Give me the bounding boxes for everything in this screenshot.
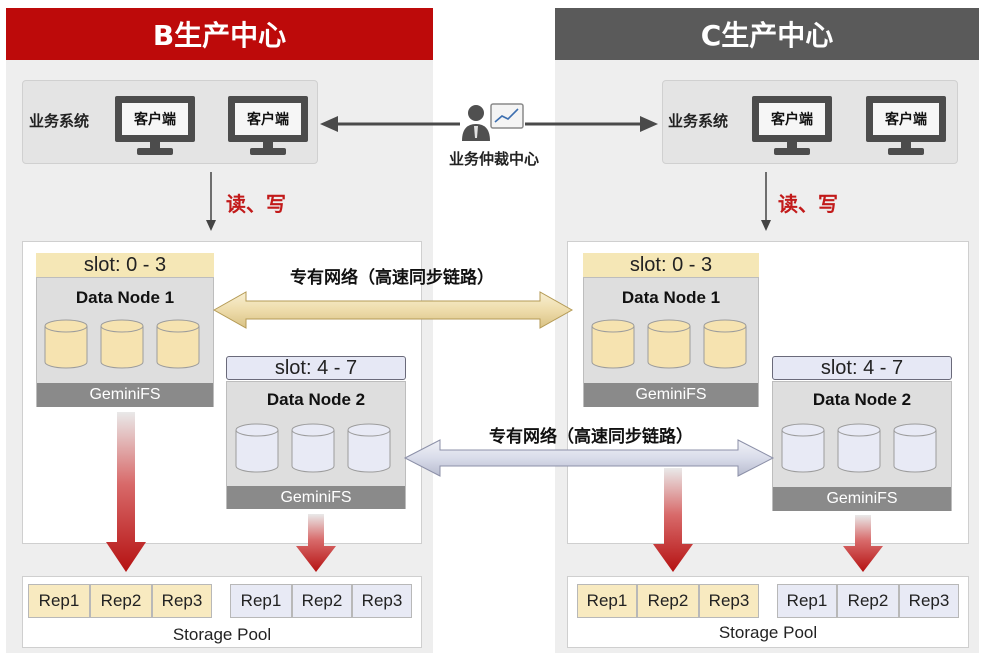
rep-cell: Rep1 <box>777 584 837 618</box>
rep-cell: Rep2 <box>90 584 152 618</box>
cylinder-icon <box>291 423 335 473</box>
cylinder-icon <box>100 319 144 369</box>
client-monitor-c2[interactable]: 客户端 <box>866 96 946 156</box>
client-monitor-c1[interactable]: 客户端 <box>752 96 832 156</box>
rep-cell: Rep1 <box>28 584 90 618</box>
node-fs-label: GeminiFS <box>227 486 405 509</box>
client-label: 客户端 <box>771 112 813 128</box>
biz-double-arrow <box>320 116 658 132</box>
read-write-c: 读、写 <box>778 192 838 216</box>
red-arrow-c-node2 <box>843 515 883 572</box>
rep-cell: Rep2 <box>292 584 352 618</box>
cylinder-icon <box>703 319 747 369</box>
sync-arrow-top <box>212 291 574 329</box>
storage-pool-c-label: Storage Pool <box>718 623 818 642</box>
red-arrow-c-node1 <box>653 468 693 572</box>
cylinder-group-c-node2 <box>781 423 937 473</box>
rw-arrow-c <box>761 172 771 231</box>
cylinder-icon <box>647 319 691 369</box>
storage-pool-b-label: Storage Pool <box>172 625 272 644</box>
read-write-b: 读、写 <box>226 192 286 216</box>
node-title: Data Node 2 <box>266 390 366 409</box>
rep-cell: Rep3 <box>152 584 212 618</box>
cylinder-icon <box>591 319 635 369</box>
cylinder-group-b-node2 <box>235 423 391 473</box>
slot-label-c-node2: slot: 4 - 7 <box>772 356 952 380</box>
header-b: B生产中心 <box>6 8 433 60</box>
slot-label-c-node1: slot: 0 - 3 <box>583 253 759 277</box>
cylinder-icon <box>893 423 937 473</box>
client-label: 客户端 <box>885 112 927 128</box>
network-label-bottom: 专有网络（高速同步链路） <box>489 427 693 447</box>
header-c: C生产中心 <box>555 8 979 60</box>
rw-arrow-b <box>206 172 216 231</box>
arbitration-center-label: 业务仲裁中心 <box>448 150 539 168</box>
client-label: 客户端 <box>247 112 289 128</box>
cylinder-group-b-node1 <box>44 319 200 369</box>
header-b-title: B生产中心 <box>152 19 287 52</box>
slot-label-b-node1: slot: 0 - 3 <box>36 253 214 277</box>
header-c-title: C生产中心 <box>700 19 834 52</box>
cylinder-icon <box>837 423 881 473</box>
cylinder-group-c-node1 <box>591 319 747 369</box>
business-system-c-label: 业务系统 <box>668 112 729 130</box>
client-label: 客户端 <box>134 112 176 128</box>
sync-arrow-bottom <box>403 439 775 477</box>
cylinder-icon <box>156 319 200 369</box>
red-arrow-b-node1 <box>106 412 146 572</box>
cylinder-icon <box>781 423 825 473</box>
node-fs-label: GeminiFS <box>37 383 213 407</box>
node-fs-label: GeminiFS <box>773 487 951 511</box>
node-title: Data Node 1 <box>75 288 175 307</box>
node-title: Data Node 2 <box>812 390 912 409</box>
rep-cell: Rep1 <box>230 584 292 618</box>
rep-cell: Rep3 <box>352 584 412 618</box>
cylinder-icon <box>44 319 88 369</box>
rep-cell: Rep2 <box>837 584 899 618</box>
network-label-top: 专有网络（高速同步链路） <box>290 268 494 288</box>
node-title: Data Node 1 <box>621 288 721 307</box>
slot-label-b-node2: slot: 4 - 7 <box>226 356 406 380</box>
rep-cell: Rep3 <box>699 584 759 618</box>
cylinder-icon <box>235 423 279 473</box>
node-fs-label: GeminiFS <box>584 383 758 407</box>
business-system-b-label: 业务系统 <box>29 112 90 130</box>
person-chart-icon <box>462 103 524 141</box>
cylinder-icon <box>347 423 391 473</box>
red-arrow-b-node2 <box>296 514 336 572</box>
client-monitor-b1[interactable]: 客户端 <box>115 96 195 156</box>
rep-cell: Rep2 <box>637 584 699 618</box>
client-monitor-b2[interactable]: 客户端 <box>228 96 308 156</box>
rep-cell: Rep3 <box>899 584 959 618</box>
rep-cell: Rep1 <box>577 584 637 618</box>
